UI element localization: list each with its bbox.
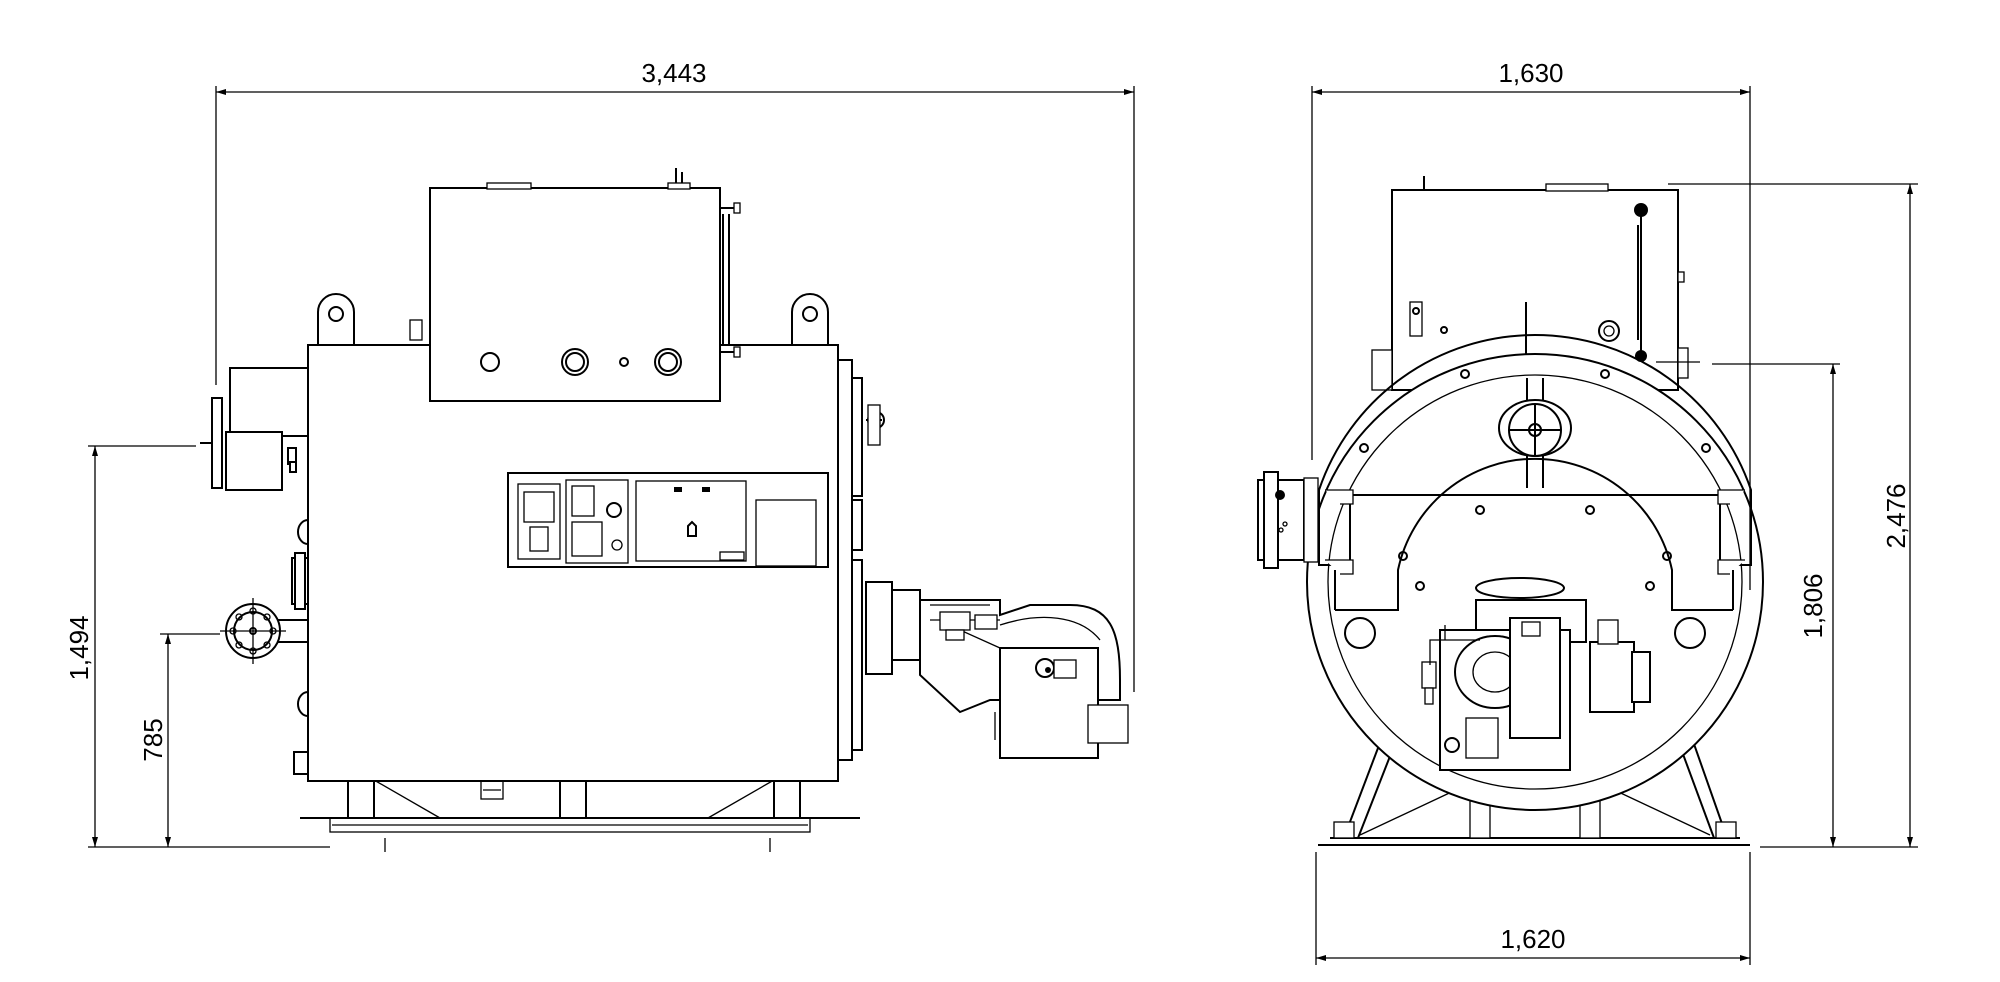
dim-text-side-flange: 785 [138,718,168,761]
dim-side-flange-height: 785 [138,633,220,847]
dim-front-overall-width: 1,630 [1311,58,1751,590]
side-burner [865,581,1129,759]
side-control-panel [507,472,829,568]
front-view: 1,630 2,476 1,806 1,620 [1257,58,1918,965]
dim-front-burner-axis: 1,806 [1712,363,1840,847]
side-left-nozzles [200,367,309,775]
front-burner [1421,577,1651,771]
dim-text-front-base: 1,620 [1500,924,1565,954]
side-lifting-lug-left [317,293,355,346]
front-lower-door [1335,457,1733,611]
dim-text-front-height: 2,476 [1881,483,1911,548]
dim-text-front-axis: 1,806 [1798,573,1828,638]
dim-text-side-length: 3,443 [641,58,706,88]
side-lifting-lug-right [791,293,829,346]
side-top-box [409,168,741,402]
dim-side-total-height: 1,494 [64,445,330,848]
side-view: 3,443 1,494 785 [64,58,1135,852]
dim-text-front-width: 1,630 [1498,58,1563,88]
dim-text-side-height: 1,494 [64,615,94,680]
dim-side-overall-length: 3,443 [215,58,1135,692]
dim-front-total-height: 2,476 [1668,183,1918,848]
side-front-door [837,359,885,761]
front-upper-door [1318,333,1752,566]
front-top-box [1371,176,1700,391]
dim-front-base-width: 1,620 [1315,852,1751,965]
front-rim-clamps [1359,369,1711,591]
front-side-box [1257,471,1319,569]
front-hinges [1325,489,1745,575]
